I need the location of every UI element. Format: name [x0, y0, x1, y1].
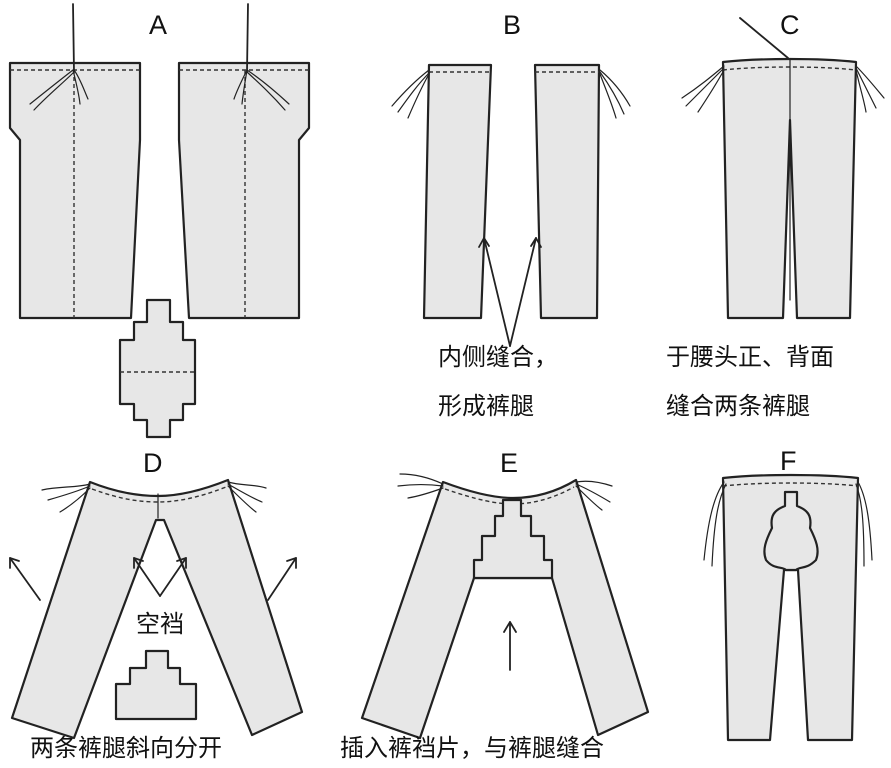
pant-leg-right [533, 63, 601, 320]
spread-pant-legs [360, 478, 650, 740]
tie-icon [599, 69, 631, 119]
arrow-icon [9, 557, 41, 601]
gusset-piece [114, 649, 198, 721]
caption-b-line1: 内侧缝合， [438, 343, 558, 371]
spread-pant-legs [10, 478, 304, 740]
caption-d: 两条裤腿斜向分开 [30, 734, 222, 762]
joined-pants [721, 57, 858, 320]
panel-d-letter: D [143, 448, 163, 478]
arrow-icon [133, 557, 187, 597]
panel-b-letter: B [503, 10, 521, 40]
fabric-piece-left [8, 61, 142, 320]
panel-f-letter: F [780, 446, 797, 476]
panel-d: D 空裆 两条裤腿 [9, 448, 304, 762]
panel-a: A [8, 3, 311, 439]
panel-c: C 于腰头正、背面 缝合两条裤腿 [666, 10, 885, 420]
caption-e: 插入裤裆片，与裤腿缝合 [340, 734, 604, 762]
tie-icon [397, 473, 444, 499]
panel-a-letter: A [149, 10, 167, 40]
panel-f: F [703, 446, 873, 742]
panel-b: B 内侧缝合， 形成裤腿 [391, 10, 631, 420]
panel-c-letter: C [780, 10, 800, 40]
tie-icon [575, 480, 613, 511]
pant-leg-left [422, 63, 493, 320]
gusset-piece [118, 298, 197, 439]
crotch-gusset [763, 490, 819, 572]
tie-icon [681, 65, 725, 113]
needle-icon [739, 17, 789, 59]
caption-c-line1: 于腰头正、背面 [666, 343, 834, 371]
tie-icon [227, 481, 267, 513]
tie-icon [855, 481, 873, 567]
caption-c-line2: 缝合两条裤腿 [666, 392, 810, 420]
open-crotch-label: 空裆 [136, 610, 184, 638]
fabric-piece-right [177, 61, 311, 320]
arrow-icon [503, 621, 517, 671]
tie-icon [855, 65, 885, 113]
inserted-gusset [472, 498, 554, 580]
needle-icon [29, 3, 89, 111]
tie-icon [391, 69, 431, 119]
panel-e: E 插入裤裆片，与裤腿缝合 [340, 448, 650, 762]
tie-icon [41, 483, 91, 513]
panel-e-letter: E [500, 448, 518, 478]
caption-b-line2: 形成裤腿 [438, 392, 534, 420]
tie-icon [703, 481, 727, 567]
arrow-icon [478, 237, 542, 347]
arrow-icon [267, 557, 297, 601]
needle-icon [233, 3, 290, 111]
